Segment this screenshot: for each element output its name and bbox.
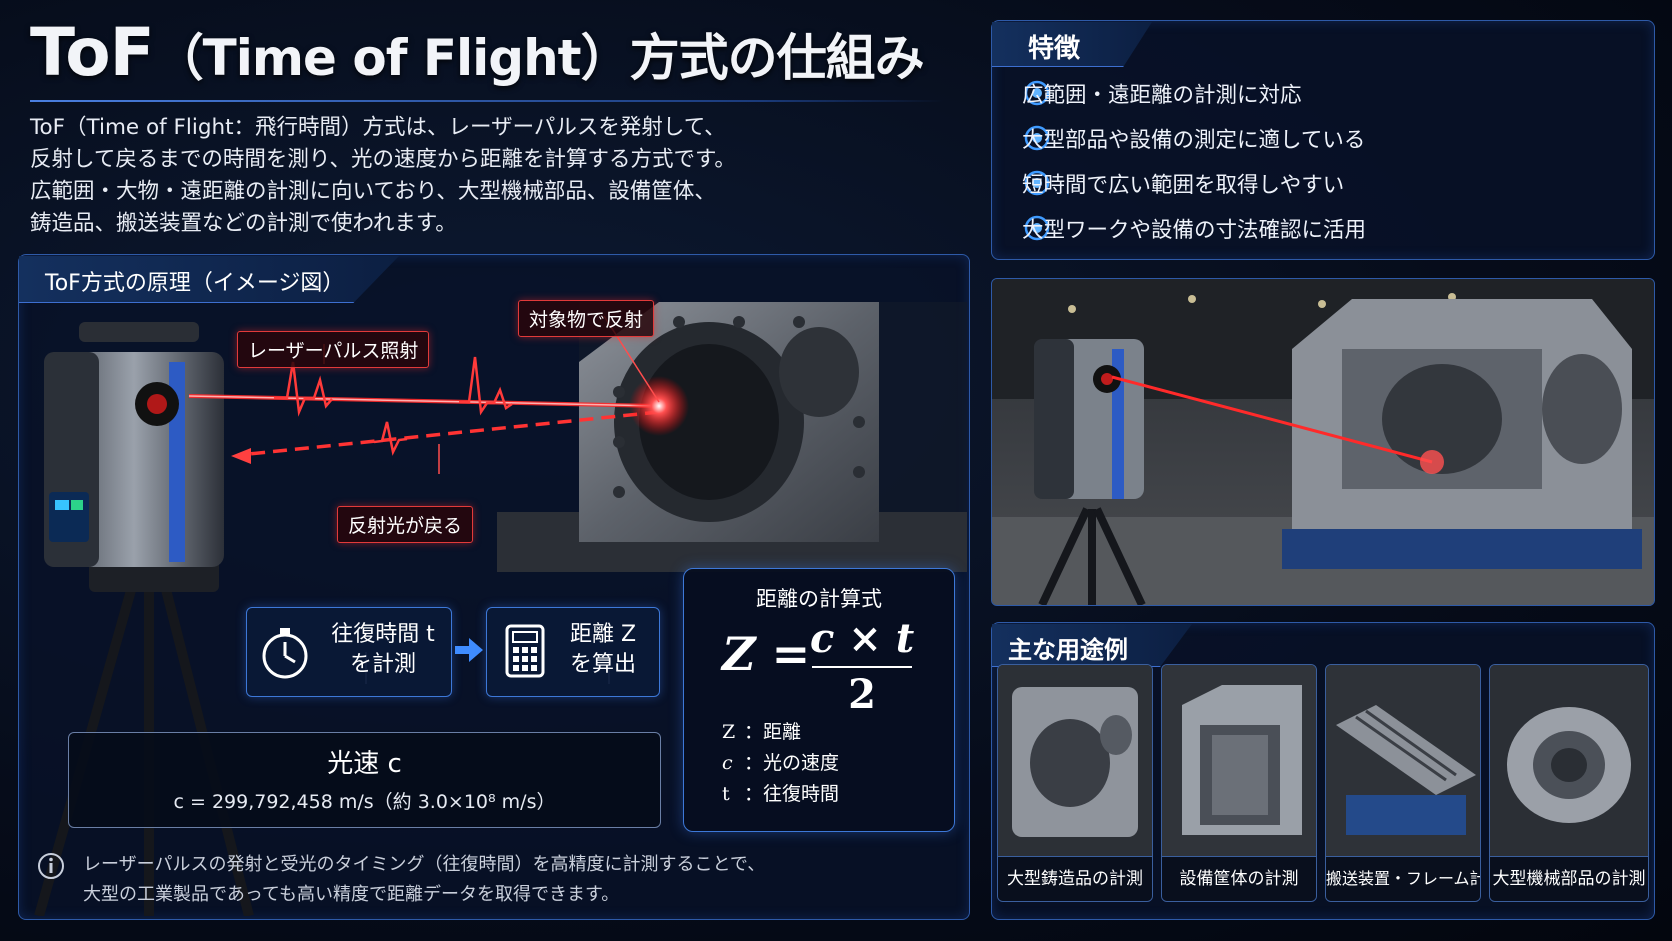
formula-heading: 距離の計算式 <box>756 587 882 611</box>
info-icon <box>38 853 64 879</box>
intro-line: 広範囲・大物・遠距離の計測に向いており、大型機械部品、設備筐体、 <box>30 179 716 204</box>
factory-photo <box>991 278 1655 606</box>
intro-text: ToF（Time of Flight：飛行時間）方式は、レーザーパルスを発射して… <box>30 112 930 240</box>
usecase-caption: 搬送装置・フレーム計測 <box>1326 856 1480 901</box>
features-heading: 特徴 <box>1028 34 1081 64</box>
usecase-card: 搬送装置・フレーム計測 <box>1325 664 1481 902</box>
step2-line1: 距離 Z <box>569 622 637 647</box>
title-main: ToF <box>30 14 155 91</box>
feature-item: 大型部品や設備の測定に適している <box>1022 128 1366 153</box>
usecase-caption: 大型機械部品の計測 <box>1490 856 1648 901</box>
step2-line2: を算出 <box>569 652 636 677</box>
calculator-icon <box>505 624 545 678</box>
intro-line: ToF（Time of Flight：飛行時間）方式は、レーザーパルスを発射して… <box>30 115 726 140</box>
formula-numerator: c × t <box>810 615 915 662</box>
features-tab: 特徴 <box>992 22 1152 67</box>
return-laser-beam <box>231 410 660 464</box>
step-calc-distance: 距離 Z を算出 <box>486 607 660 697</box>
light-speed-value: c = 299,792,458 m/s（約 3.0×10⁸ m/s） <box>173 791 556 813</box>
note-line: レーザーパルスの発射と受光のタイミング（往復時間）を高精度に計測することで、 <box>83 854 766 875</box>
stopwatch-icon <box>262 628 308 679</box>
principle-note: レーザーパルスの発射と受光のタイミング（往復時間）を高精度に計測することで、 大… <box>83 850 765 910</box>
label-light-return: 反射光が戻る <box>337 506 474 543</box>
arrow-right-icon <box>455 638 483 662</box>
step-measure-time: 往復時間 t を計測 <box>246 607 452 697</box>
label-laser-emit: レーザーパルス照射 <box>237 331 430 368</box>
formula-legend: Z：距離 c：光の速度 t：往復時間 <box>722 717 839 810</box>
feature-item: 短時間で広い範囲を取得しやすい <box>1022 173 1345 198</box>
legend-row: t：往復時間 <box>722 783 840 805</box>
legend-row: c：光の速度 <box>722 752 840 774</box>
step1-line2: を計測 <box>349 652 416 677</box>
housing-photo <box>1162 665 1316 857</box>
fraction-bar <box>812 666 912 668</box>
formula-denominator: 2 <box>848 671 876 718</box>
laser-scanner <box>44 322 224 567</box>
step1-line1: 往復時間 t <box>331 622 435 647</box>
intro-line: 鋳造品、搬送装置などの計測で使われます。 <box>30 211 457 236</box>
formula-lhs: Z = <box>722 627 811 681</box>
casting-part <box>497 302 967 572</box>
uses-heading: 主な用途例 <box>1008 636 1128 664</box>
label-target-reflect: 対象物で反射 <box>518 300 655 337</box>
reflection-point <box>629 376 689 436</box>
target-icon <box>1024 80 1050 106</box>
page-title: ToF（Time of Flight）方式の仕組み <box>30 14 925 91</box>
note-line: 大型の工業製品であっても高い精度で距離データを取得できます。 <box>83 884 620 905</box>
title-underline <box>30 100 944 102</box>
principle-tab: ToF方式の原理（イメージ図） <box>19 256 399 303</box>
formula-box: 距離の計算式 Z = c × t 2 Z：距離 c：光の速度 t：往復時間 <box>683 568 955 832</box>
tof-illustration <box>34 302 967 916</box>
target-icon <box>1024 125 1050 151</box>
feature-item: 大型ワークや設備の寸法確認に活用 <box>1022 218 1367 243</box>
intro-line: 反射して戻るまでの時間を測り、光の速度から距離を計算する方式です。 <box>30 147 736 172</box>
casting-photo <box>998 665 1152 857</box>
principle-heading: ToF方式の原理（イメージ図） <box>45 271 345 296</box>
usecase-card: 大型機械部品の計測 <box>1489 664 1649 902</box>
conveyor-photo <box>1326 665 1480 857</box>
machine-part-photo <box>1490 665 1648 857</box>
light-speed-box: 光速 c c = 299,792,458 m/s（約 3.0×10⁸ m/s） <box>68 732 661 828</box>
target-icon <box>1024 215 1050 241</box>
target-icon <box>1024 170 1050 196</box>
usecase-card: 大型鋳造品の計測 <box>997 664 1153 902</box>
factory-scene <box>992 279 1654 605</box>
uses-tab: 主な用途例 <box>992 624 1192 667</box>
legend-row: Z：距離 <box>722 721 802 743</box>
light-speed-title: 光速 c <box>327 749 402 779</box>
usecase-card: 設備筐体の計測 <box>1161 664 1317 902</box>
feature-item: 広範囲・遠距離の計測に対応 <box>1022 83 1302 108</box>
usecase-caption: 大型鋳造品の計測 <box>998 856 1152 901</box>
title-sub: （Time of Flight）方式の仕組み <box>153 29 925 87</box>
usecase-caption: 設備筐体の計測 <box>1162 856 1316 901</box>
emitted-laser-beam <box>188 356 660 417</box>
